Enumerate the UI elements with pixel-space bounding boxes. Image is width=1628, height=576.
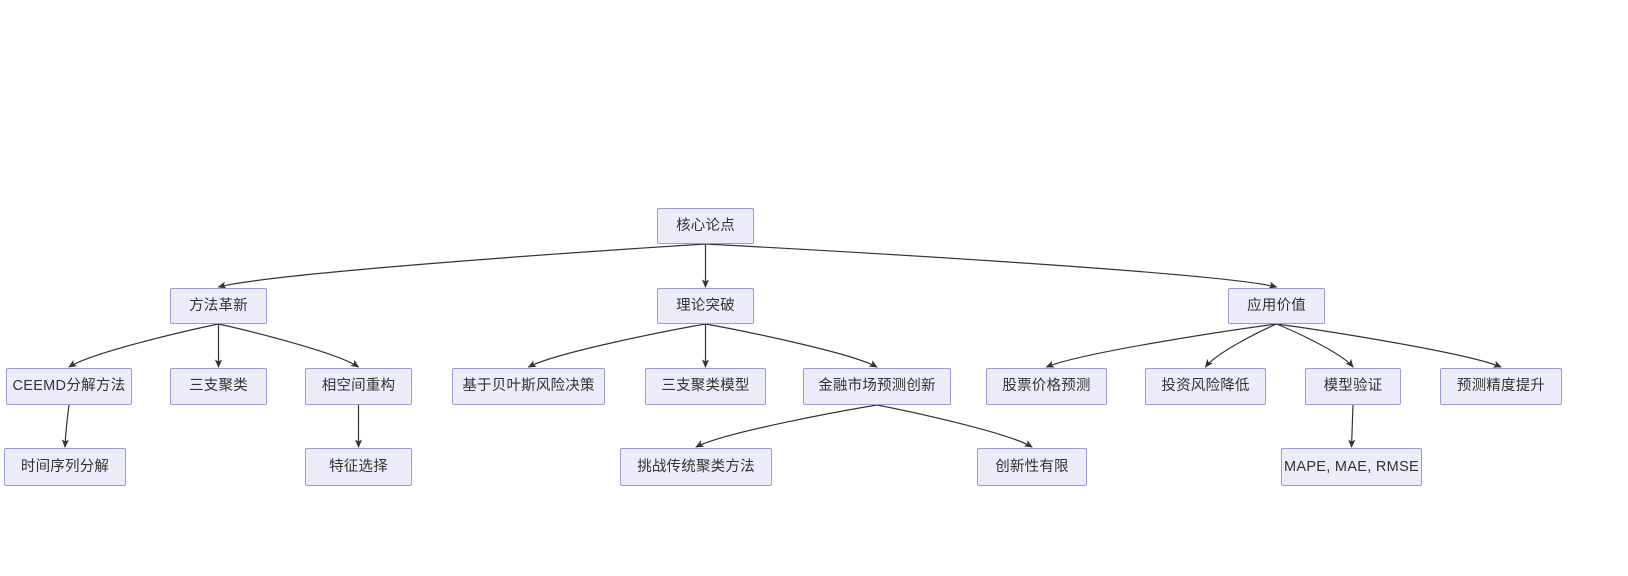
node-n_method[interactable]: 方法革新 — [170, 288, 267, 324]
node-n_ceemd[interactable]: CEEMD分解方法 — [6, 368, 132, 405]
node-n_limit[interactable]: 创新性有限 — [977, 448, 1087, 486]
edge-n_ceemd-to-n_ts — [61, 404, 70, 448]
edge-n_theory-to-n_fin — [705, 323, 878, 368]
node-n_stock[interactable]: 股票价格预测 — [986, 368, 1107, 405]
node-label: 股票价格预测 — [1002, 378, 1091, 395]
edge-root-to-n_value — [705, 243, 1278, 289]
node-n_theory[interactable]: 理论突破 — [657, 288, 754, 324]
edge-n_value-to-n_risk — [1204, 323, 1277, 368]
node-n_3wc[interactable]: 三支聚类 — [170, 368, 267, 405]
node-label: 相空间重构 — [321, 378, 396, 395]
edge-n_fin-to-n_limit — [876, 404, 1033, 448]
edge-n_method-to-n_ceemd — [68, 323, 219, 368]
node-label: CEEMD分解方法 — [12, 378, 126, 395]
edge-n_value-to-n_acc — [1276, 323, 1502, 368]
node-n_chal[interactable]: 挑战传统聚类方法 — [620, 448, 772, 486]
node-label: 三支聚类模型 — [661, 378, 750, 395]
edge-n_method-to-n_phase — [218, 323, 360, 368]
edge-n_value-to-n_valid — [1276, 323, 1354, 368]
node-label: 理论突破 — [676, 297, 735, 314]
node-root[interactable]: 核心论点 — [657, 208, 754, 244]
node-label: 模型验证 — [1323, 378, 1383, 395]
node-label: 核心论点 — [676, 217, 735, 234]
node-label: 金融市场预测创新 — [818, 378, 936, 395]
node-n_phase[interactable]: 相空间重构 — [305, 368, 412, 405]
node-n_metrics[interactable]: MAPE, MAE, RMSE — [1281, 448, 1422, 486]
node-n_fin[interactable]: 金融市场预测创新 — [803, 368, 951, 405]
node-label: 时间序列分解 — [20, 458, 110, 475]
node-label: MAPE, MAE, RMSE — [1283, 458, 1420, 475]
edge-n_valid-to-n_metrics — [1348, 404, 1356, 448]
node-n_valid[interactable]: 模型验证 — [1305, 368, 1401, 405]
node-label: 挑战传统聚类方法 — [637, 458, 755, 475]
node-n_risk[interactable]: 投资风险降低 — [1145, 368, 1266, 405]
edge-n_theory-to-n_bayes — [527, 323, 706, 368]
node-label: 特征选择 — [329, 458, 388, 475]
node-label: 投资风险降低 — [1161, 378, 1250, 395]
node-n_value[interactable]: 应用价值 — [1228, 288, 1325, 324]
node-n_bayes[interactable]: 基于贝叶斯风险决策 — [452, 368, 605, 405]
node-n_acc[interactable]: 预测精度提升 — [1440, 368, 1562, 405]
node-n_3wcm[interactable]: 三支聚类模型 — [645, 368, 766, 405]
edge-n_value-to-n_stock — [1045, 323, 1277, 368]
edge-n_fin-to-n_chal — [695, 404, 878, 448]
node-label: 基于贝叶斯风险决策 — [462, 378, 595, 395]
node-n_ts[interactable]: 时间序列分解 — [4, 448, 126, 486]
edge-root-to-n_method — [217, 243, 706, 289]
node-n_feat[interactable]: 特征选择 — [305, 448, 412, 486]
node-label: 三支聚类 — [189, 378, 248, 395]
node-label: 应用价值 — [1247, 297, 1306, 314]
node-label: 预测精度提升 — [1456, 378, 1546, 395]
node-label: 方法革新 — [189, 297, 248, 314]
node-label: 创新性有限 — [995, 458, 1069, 475]
